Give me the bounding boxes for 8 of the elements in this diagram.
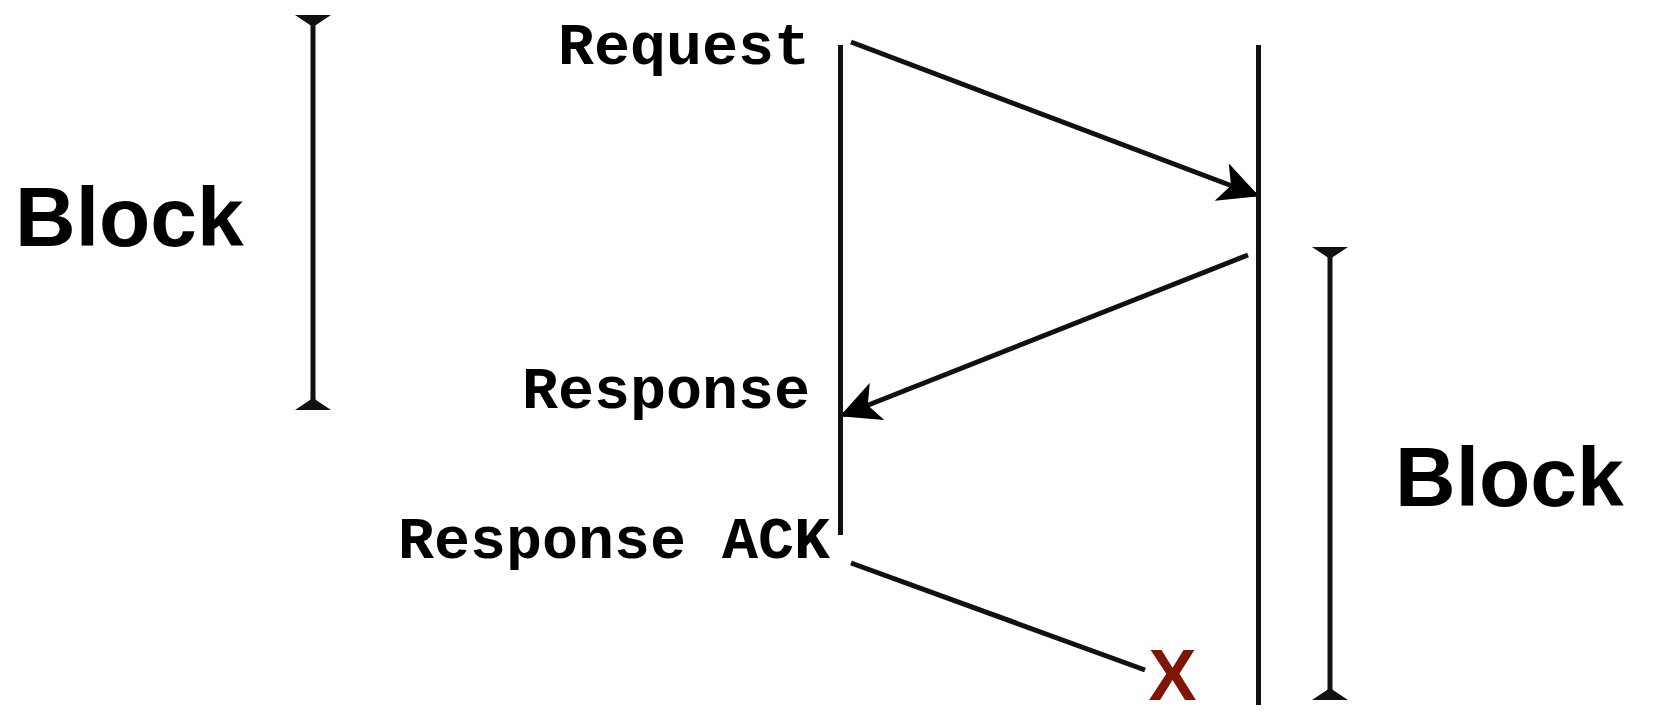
lost-message-mark: X: [1145, 640, 1200, 710]
duration-label: Block: [1395, 435, 1625, 519]
duration-label: Block: [15, 175, 245, 259]
lifeline: [838, 45, 843, 535]
lifeline: [1256, 45, 1261, 705]
message-label: Response ACK: [396, 512, 830, 572]
message-label: Response: [520, 362, 810, 422]
message-label: Request: [556, 18, 810, 78]
